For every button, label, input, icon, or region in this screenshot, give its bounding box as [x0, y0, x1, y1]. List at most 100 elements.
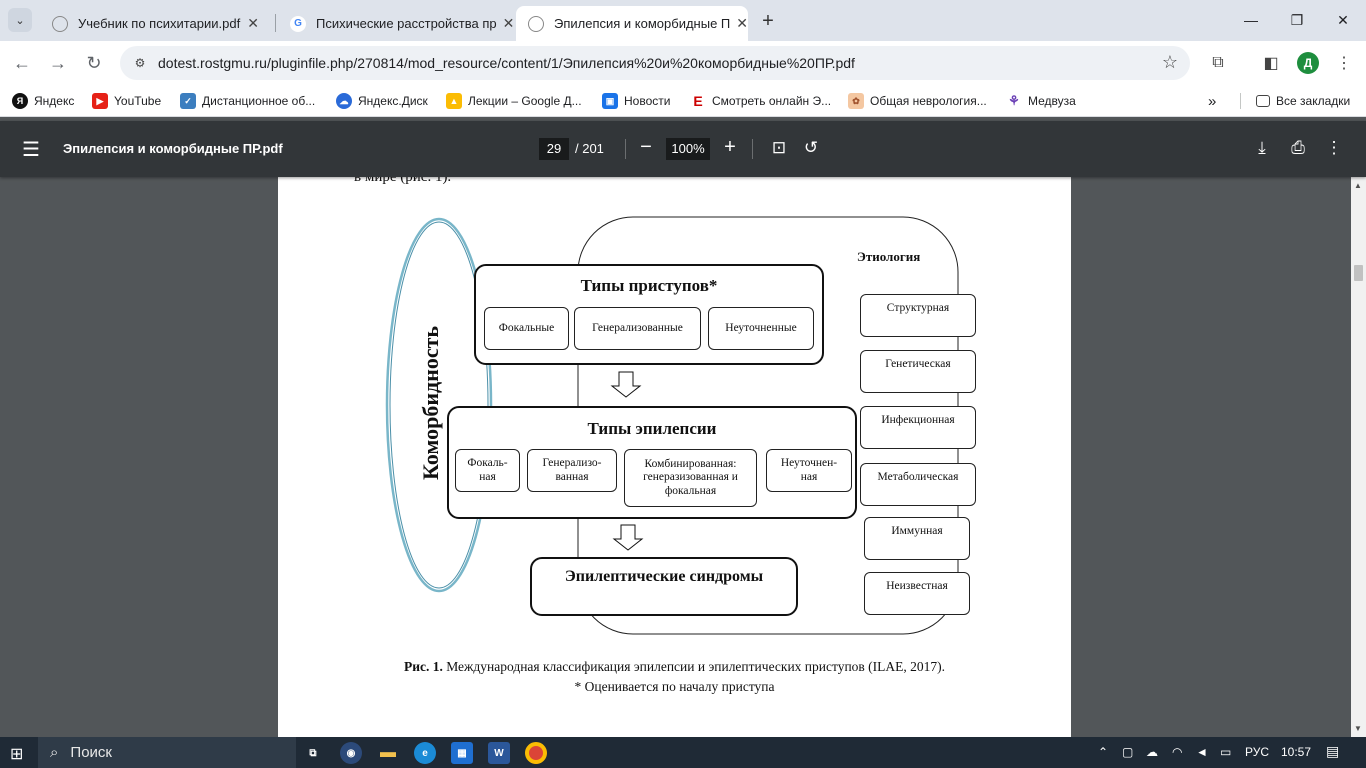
epilepsy-types-title: Типы эпилепсии [587, 419, 717, 438]
word-icon[interactable]: W [488, 742, 510, 764]
etiology-metabolic: Метаболическая [860, 463, 976, 506]
address-bar[interactable]: ⚙ dotest.rostgmu.ru/pluginfile.php/27081… [120, 46, 1190, 80]
rotate-icon[interactable]: ↺ [803, 138, 819, 157]
minimize-button[interactable]: — [1244, 12, 1258, 28]
all-bookmarks[interactable]: Все закладки [1256, 92, 1350, 110]
pdf-page: в мире (рис. 1). Коморбидность Этиология… [278, 157, 1071, 757]
drive-icon: ▲ [446, 93, 462, 109]
language-indicator[interactable]: РУС [1245, 745, 1270, 759]
back-button[interactable]: ← [13, 52, 31, 73]
bookmark-label: YouTube [114, 94, 162, 108]
etiology-infectious: Инфекционная [860, 406, 976, 449]
epilepsy-combined: Комбинированная: генеразизованная и фока… [624, 449, 757, 507]
tab-divider [275, 14, 276, 32]
bookmark-medvuza[interactable]: ⚘Медвуза [1006, 92, 1076, 110]
pdf-toolbar: ☰ Эпилепсия и коморбидные ПР.pdf 29 / 20… [0, 121, 1366, 177]
store-icon[interactable]: ▦ [451, 742, 473, 764]
side-panel-icon[interactable]: ◧ [1263, 55, 1279, 72]
bookmark-youtube[interactable]: ▶ YouTube [92, 92, 161, 110]
pdf-title: Эпилепсия и коморбидные ПР.pdf [63, 141, 283, 156]
scroll-down-icon[interactable]: ▼ [1354, 724, 1362, 733]
close-icon[interactable]: ✕ [247, 15, 259, 31]
bookmark-label: Смотреть онлайн Э... [712, 94, 832, 108]
bookmark-label: Яндекс [34, 94, 75, 108]
reload-button[interactable]: ↻ [86, 52, 102, 73]
extensions-icon[interactable]: ⧉ [1212, 54, 1224, 71]
zoom-input[interactable]: 100% [666, 138, 710, 160]
edge-icon[interactable]: e [414, 742, 436, 764]
bookmark-google-drive[interactable]: ▲Лекции – Google Д... [446, 92, 582, 110]
close-icon[interactable]: ✕ [502, 15, 515, 31]
close-icon[interactable]: ✕ [736, 15, 748, 31]
bookmark-label: Новости [624, 94, 671, 108]
app-icon[interactable]: ◉ [340, 742, 362, 764]
clock[interactable]: 10:57 [1281, 745, 1312, 759]
tab-2[interactable]: G Психические расстройства пр ✕ [278, 6, 514, 41]
scrollbar-thumb[interactable] [1354, 265, 1363, 281]
new-tab-button[interactable]: + [762, 10, 774, 32]
folder-icon [1256, 95, 1270, 107]
brain-icon: ✿ [848, 93, 864, 109]
seizure-generalized: Генерализованные [574, 307, 701, 350]
comorbidity-ellipse [385, 217, 493, 593]
more-bookmarks-icon[interactable]: » [1208, 92, 1217, 110]
seizure-unspecified: Неуточненные [708, 307, 814, 350]
more-options-icon[interactable]: ⋮ [1325, 138, 1343, 157]
profile-avatar[interactable]: Д [1297, 52, 1319, 74]
tab-1[interactable]: Учебник по психитарии.pdf ✕ [40, 6, 270, 41]
bookmark-star-icon[interactable]: ☆ [1161, 52, 1178, 72]
bookmark-label: Яндекс.Диск [358, 94, 428, 108]
down-arrow-2 [612, 524, 644, 551]
volume-icon[interactable]: ◄ [1196, 745, 1208, 759]
notifications-icon[interactable]: ▤ [1326, 743, 1340, 759]
site-info-icon[interactable]: ⚙ [134, 56, 146, 70]
menu-icon[interactable]: ⋮ [1336, 55, 1352, 72]
caption-note: * Оценивается по началу приступа [574, 679, 775, 694]
bookmark-yandex-disk[interactable]: ☁ Яндекс.Диск [336, 92, 428, 110]
onedrive-icon[interactable]: ☁ [1146, 745, 1158, 759]
taskbar-search[interactable]: ⌕ Поиск [38, 737, 296, 768]
pdf-viewer[interactable]: в мире (рис. 1). Коморбидность Этиология… [0, 157, 1366, 757]
fit-page-icon[interactable]: ⊡ [771, 138, 787, 157]
zoom-in-button[interactable]: + [724, 136, 736, 158]
bookmark-neurology[interactable]: ✿ Общая неврология... [848, 92, 987, 110]
youtube-icon: ▶ [92, 93, 108, 109]
bookmark-label: Общая неврология... [870, 94, 987, 108]
hamburger-menu-icon[interactable]: ☰ [22, 139, 40, 161]
epilepsy-types-box: Типы эпилепсии Фокаль- ная Генерализо- в… [447, 406, 857, 519]
close-window-button[interactable]: ✕ [1337, 11, 1349, 28]
google-icon: G [290, 15, 306, 32]
wifi-icon[interactable]: ◠ [1172, 745, 1183, 759]
vertical-scrollbar[interactable]: ▲ ▼ [1351, 177, 1366, 737]
url-text[interactable]: dotest.rostgmu.ru/pluginfile.php/270814/… [158, 55, 855, 71]
download-icon[interactable]: ⤓ [1258, 138, 1266, 157]
browser-toolbar: ← → ↻ ⚙ dotest.rostgmu.ru/pluginfile.php… [0, 41, 1366, 85]
chevron-up-icon[interactable]: ⌃ [1098, 745, 1109, 759]
tab-2-title: Психические расстройства пр [316, 16, 497, 31]
epilepsy-generalized: Генерализо- ванная [527, 449, 617, 492]
bookmark-distance[interactable]: ✓Дистанционное об... [180, 92, 315, 110]
tab-3-active[interactable]: Эпилепсия и коморбидные П ✕ [516, 6, 748, 41]
seizure-focal: Фокальные [484, 307, 569, 350]
scroll-up-icon[interactable]: ▲ [1354, 181, 1362, 190]
cloud-icon: ☁ [336, 93, 352, 109]
bookmark-news[interactable]: ▣Новости [602, 92, 670, 110]
tab-search-button[interactable]: ⌄ [8, 8, 32, 32]
device-icon[interactable]: ▢ [1122, 745, 1134, 759]
forward-button[interactable]: → [49, 52, 67, 73]
windows-start-icon[interactable]: ⊞ [10, 746, 24, 763]
chrome-icon[interactable] [525, 742, 547, 764]
down-arrow-1 [610, 371, 642, 398]
battery-icon[interactable]: ▭ [1220, 745, 1232, 759]
restore-button[interactable]: ❐ [1290, 11, 1304, 28]
zoom-out-button[interactable]: − [640, 136, 652, 158]
print-icon[interactable]: ⎙ [1291, 138, 1305, 157]
tab-3-title: Эпилепсия и коморбидные П [554, 16, 731, 31]
file-explorer-icon[interactable]: ▬ [380, 744, 396, 761]
page-number-input[interactable]: 29 [539, 138, 569, 160]
moodle-icon: ✓ [180, 93, 196, 109]
task-view-icon[interactable]: ⧉ [309, 747, 317, 759]
